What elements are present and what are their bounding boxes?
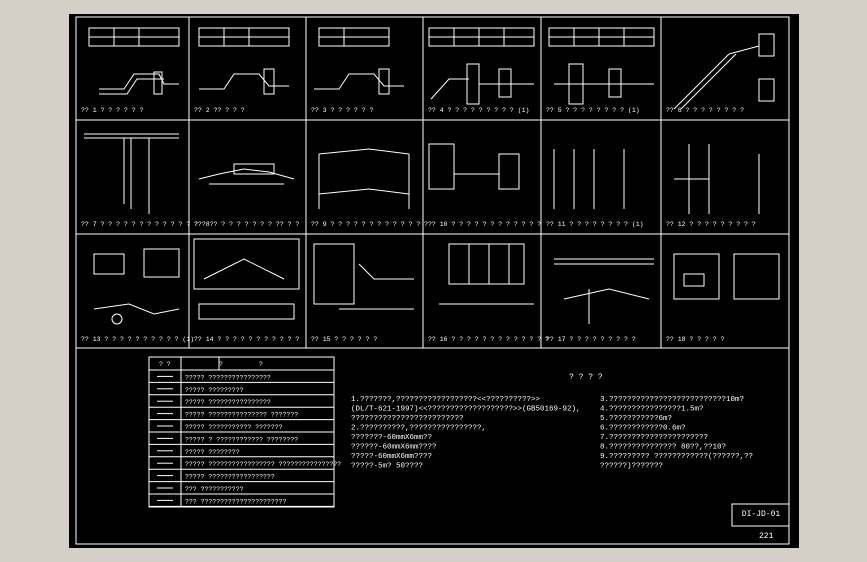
note-line: ?????-5m? 50???? [351, 463, 423, 471]
detail-sketches [84, 27, 780, 325]
panel-caption: ?? 12 ? ? ? ? ? ? ? ? ? [666, 221, 756, 228]
legend-table [148, 356, 335, 508]
panel-caption: ?? 17 ? ? ? ? ? ? ? ? ? [546, 336, 636, 343]
panel-caption: ?? 11 ? ? ? ? ? ? ? ? (1) [546, 221, 644, 228]
note-line: 9.????????? ????????????(??????,?? [600, 453, 753, 461]
note-line: 2.??????????,????????????????, [351, 425, 486, 433]
panel-caption: ?? 18 ? ? ? ? ? [666, 336, 725, 343]
legend-row-text: ????? ???????????????? [185, 374, 271, 381]
legend-row-text: ????? ????????????????? ???????????????? [185, 461, 341, 468]
note-line: 5.???????????6m? [600, 415, 672, 423]
note-line: 4.????????????????1.5m? [600, 406, 704, 414]
note-line: (DL/T-621-1997)<<???????????????????>>(G… [351, 406, 581, 414]
legend-row-text: ????? ???????????????? [185, 399, 271, 406]
page-number: 221 [759, 532, 774, 541]
legend-row-text: ??? ?????????????????????? [185, 498, 287, 505]
drawing-canvas: ?? 1 ? ? ? ? ? ? ?? 2 ?? ? ? ? ?? 3 ? ? ? … [75, 16, 790, 545]
legend-header-cell: ? [219, 361, 223, 368]
panel-caption: ?? 1 ? ? ? ? ? ? [81, 107, 144, 114]
note-line: ?????-60mmX6mm???? [351, 453, 432, 461]
panel-caption: ?? 15 ? ? ? ? ? ? [311, 336, 377, 343]
note-line: ??????-60mmX6mm???? [351, 444, 437, 452]
panel-caption: ?? 7 ? ? ? ? ? ? ? ? ? ? ? ? ? ? ? [81, 221, 214, 228]
panel-caption: ?? 14 ? ? ? ? ? ? ? ? ? ? ? [194, 336, 299, 343]
panel-caption: ?? 3 ? ? ? ? ? ? [311, 107, 374, 114]
note-line: 7.?????????????????????? [600, 434, 708, 442]
panel-caption: ?? 16 ? ? ? ? ? ? ? ? ? ? ? ? ? [428, 336, 549, 343]
note-line: 6.????????????0.6m? [600, 425, 686, 433]
title-block [731, 503, 790, 527]
legend-row-text: ????? ???????? [185, 449, 240, 456]
note-line: 8.??????????????? 80??,??10? [600, 444, 726, 452]
legend-row-text: ????? ????????? [185, 387, 244, 394]
note-line: ???????-60mmX6mm?? [351, 434, 432, 442]
legend-row-text: ????? ? ???????????? ???????? [185, 436, 298, 443]
drawing-frame [75, 16, 790, 545]
panel-caption: ?? 13 ? ? ? ? ? ? ? ? ? ? (1) [81, 336, 194, 343]
drawing-code: DI-JD-01 [741, 510, 781, 519]
notes-title: ? ? ? ? [569, 373, 603, 382]
panel-grid [76, 17, 789, 349]
note-line: 3.??????????????????????????10m? [600, 396, 744, 404]
legend-row-text: ??? ??????????? [185, 486, 244, 493]
legend-header-cell: ? [259, 361, 263, 368]
panel-caption: ?? 9 ? ? ? ? ? ? ? ? ? ? ? ? ? [311, 221, 428, 228]
note-line: ????????????????????????? [351, 415, 464, 423]
note-line: ??????)??????? [600, 463, 663, 471]
legend-row-text: ????? ??????????? ??????? [185, 424, 283, 431]
panel-caption: ?? 10 ? ? ? ? ? ? ? ? ? ? ? ? [428, 221, 541, 228]
panel-caption: ?? 6 ? ? ? ? ? ? ? ? [666, 107, 744, 114]
legend-header-cell: ? ? [159, 361, 171, 368]
legend-row-text: ????? ????????????????? [185, 474, 275, 481]
legend-row-text: ????? ??????????????? ??????? [185, 412, 298, 419]
note-line: 1.???????,??????????????????<<??????????… [351, 396, 541, 404]
panel-caption: ?? 4 ? ? ? ? ? ? ? ? ? (1) [428, 107, 529, 114]
panel-caption: ?? 8 ? ? ? ? ? ? ? ? ?? ? ? [194, 221, 299, 228]
drawing-sheet: ?? 1 ? ? ? ? ? ? ?? 2 ?? ? ? ? ?? 3 ? ? ? … [69, 14, 799, 548]
panel-caption: ?? 5 ? ? ? ? ? ? ? ? (1) [546, 107, 640, 114]
panel-caption: ?? 2 ?? ? ? ? [194, 107, 245, 114]
